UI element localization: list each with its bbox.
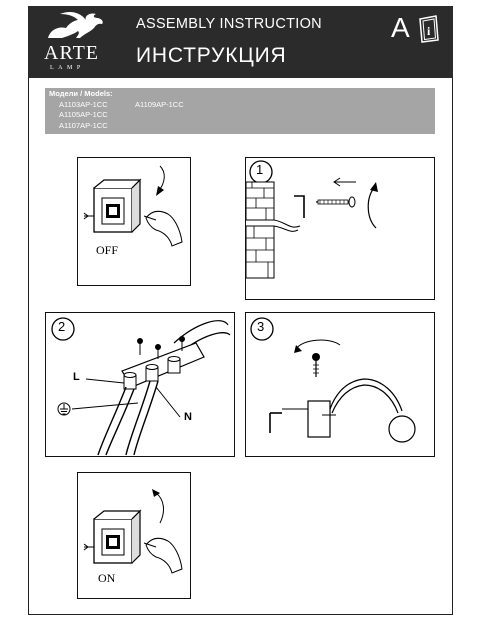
on-label: ON <box>98 571 116 585</box>
info-glyph: i <box>427 24 431 38</box>
step-3-illustration <box>250 317 416 443</box>
rotate-arrow-icon <box>367 187 377 229</box>
step-3-number: 3 <box>257 319 265 334</box>
step-2-number: 2 <box>58 319 66 334</box>
live-wire-label: L <box>73 371 80 383</box>
switch-on-illustration <box>83 489 183 574</box>
brand-subtitle: LAMP <box>50 65 85 71</box>
step-3-panel: 3 <box>245 312 435 457</box>
models-box: Модели / Models: A1103AP-1CC A1109AP-1CC… <box>45 88 435 134</box>
header-bar <box>28 6 453 78</box>
models-heading: Модели / Models: <box>49 89 113 98</box>
title-russian: ИНСТРУКЦИЯ <box>136 44 287 67</box>
rotate-arrow-icon <box>155 492 164 524</box>
griffin-logo-icon <box>48 12 103 38</box>
ground-symbol-icon <box>57 402 71 416</box>
rotate-arrow-icon <box>295 339 341 350</box>
model-item: A1105AP-1CC <box>59 110 108 119</box>
step-2-wiring-illustration <box>51 317 231 456</box>
step-1-panel: 1 <box>245 157 435 300</box>
title-english: ASSEMBLY INSTRUCTION <box>136 16 322 32</box>
language-letter: A <box>391 12 410 43</box>
step-1-illustration <box>246 160 378 279</box>
info-booklet-icon: i <box>419 15 439 43</box>
switch-off-panel: OFF <box>77 157 191 286</box>
brand-name: ARTE <box>44 42 100 64</box>
step-2-panel: 2 L N <box>45 312 235 457</box>
off-label: OFF <box>96 243 119 257</box>
model-item: A1103AP-1CC <box>59 100 108 109</box>
switch-on-panel: ON <box>77 472 191 599</box>
neutral-wire-label: N <box>184 411 192 423</box>
model-item: A1109AP-1CC <box>135 100 184 109</box>
switch-off-illustration <box>83 165 183 247</box>
model-item: A1107AP-1CC <box>59 121 108 130</box>
step-1-number: 1 <box>256 162 264 177</box>
